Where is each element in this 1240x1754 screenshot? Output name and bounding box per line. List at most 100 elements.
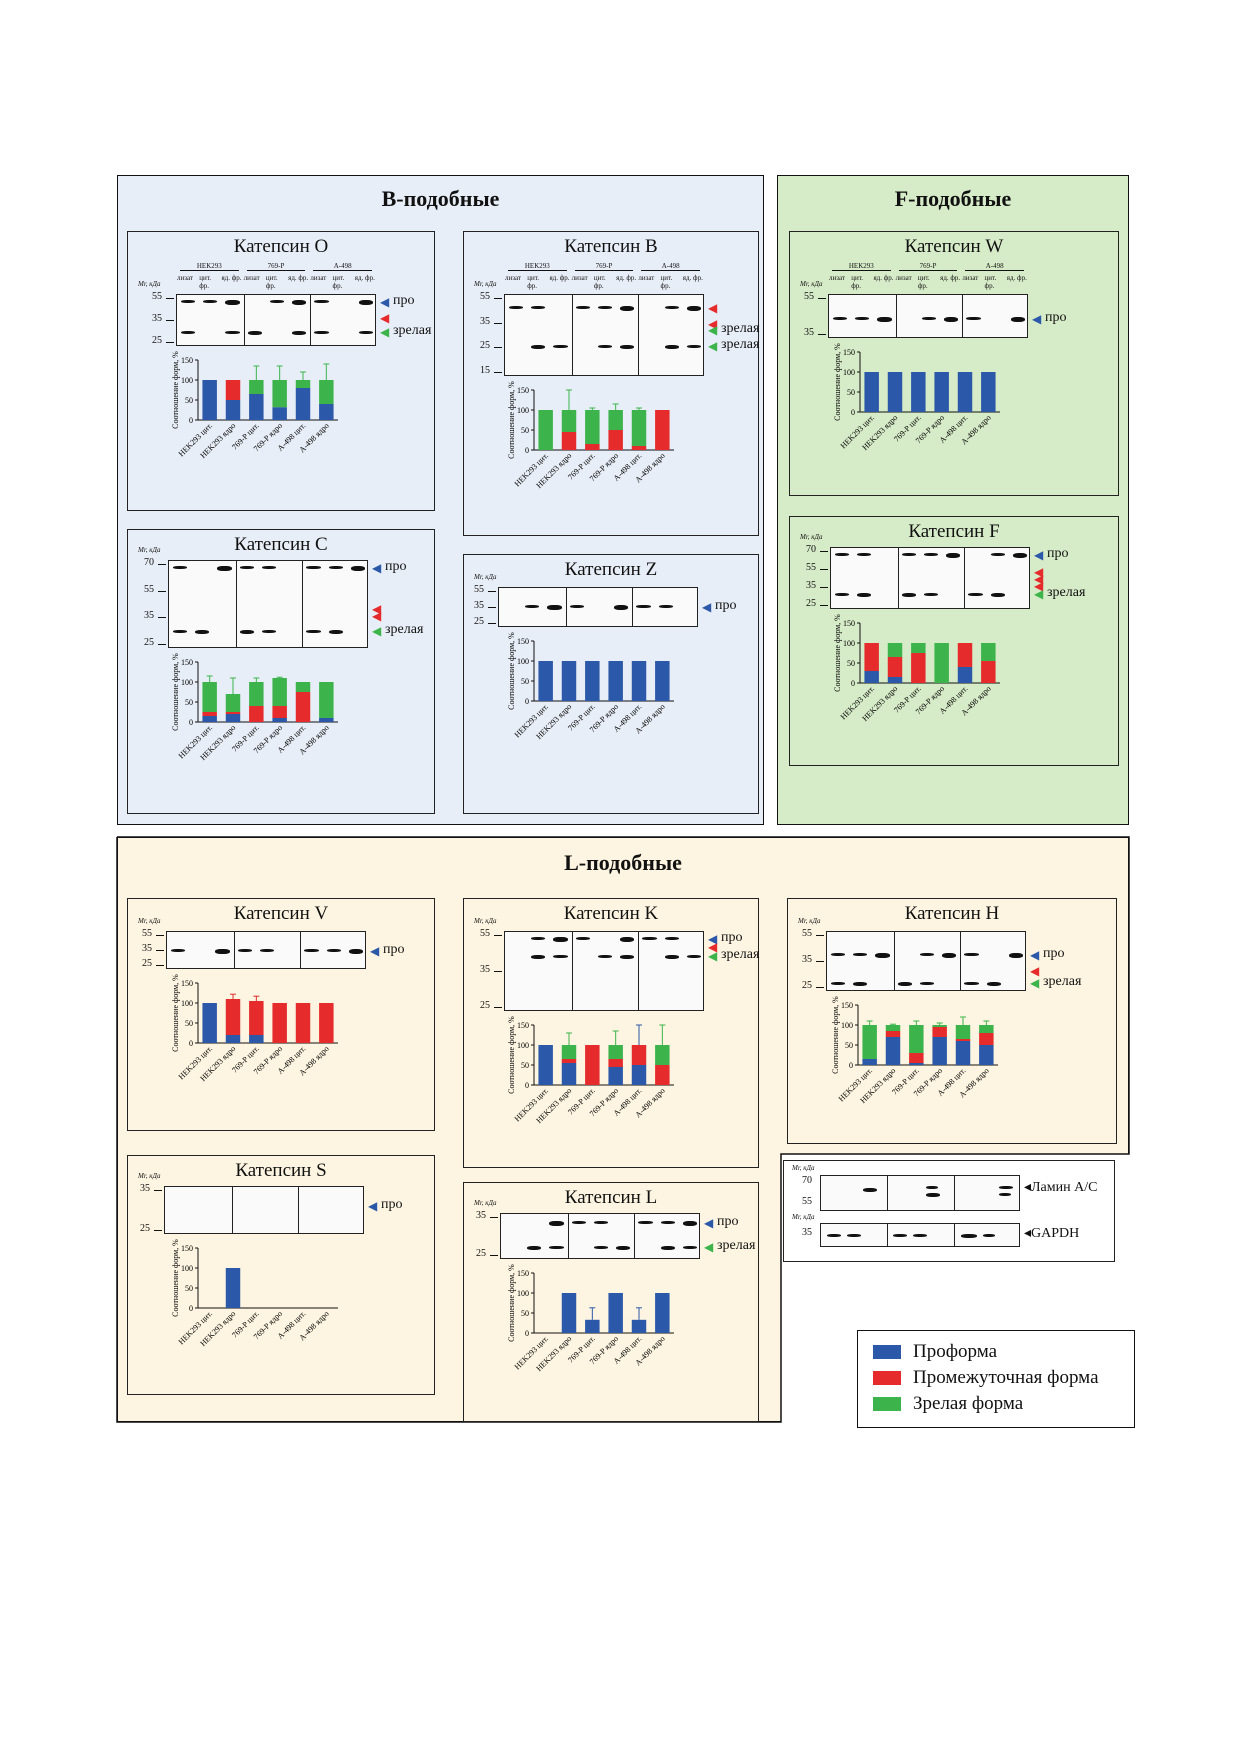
bar-segment	[655, 410, 670, 450]
cell-line-header: 769-P	[246, 262, 306, 271]
bar-segment	[225, 694, 241, 712]
band	[203, 300, 218, 303]
band-arrow-blue: ◀	[1032, 312, 1042, 326]
mw-marker: 70	[806, 544, 816, 555]
band-label-pro: про	[721, 930, 743, 945]
bar-segment	[272, 1003, 287, 1043]
mw-tick	[820, 605, 828, 606]
fraction-header: цит. фр.	[265, 274, 278, 290]
mw-tick	[488, 607, 496, 608]
western-blot	[166, 931, 366, 969]
bar-segment	[608, 410, 623, 430]
mw-marker: 15	[480, 365, 490, 376]
bar-segment	[981, 372, 996, 412]
mw-tick	[156, 965, 164, 966]
fraction-header: лизат	[895, 274, 912, 282]
band	[593, 1221, 609, 1224]
band	[944, 317, 959, 322]
western-blot	[168, 560, 368, 648]
bar-segment	[272, 407, 287, 420]
gapdh-text: GAPDH	[1031, 1226, 1080, 1241]
bar-segment	[561, 661, 577, 701]
band	[638, 1221, 653, 1224]
bar-segment	[295, 1003, 311, 1043]
band	[686, 306, 701, 311]
y-tick-label: 100	[517, 1041, 529, 1050]
bar-segment	[608, 430, 623, 450]
western-blot	[504, 294, 704, 376]
band	[304, 949, 319, 952]
bar-segment	[934, 643, 949, 683]
bar-segment	[957, 667, 973, 683]
mw-tick	[820, 551, 828, 552]
y-tick-label: 150	[841, 1001, 853, 1010]
bar-segment	[932, 1037, 947, 1065]
band	[875, 953, 890, 958]
group-l-title: L-подобные	[564, 850, 682, 875]
bar-segment	[249, 706, 264, 722]
bar-segment	[561, 432, 577, 450]
band	[326, 949, 341, 952]
mw-marker: 55	[144, 583, 154, 595]
y-axis-label: Соотношение форм, %	[507, 381, 516, 459]
band	[686, 955, 701, 958]
band	[664, 306, 679, 309]
western-blot	[830, 547, 1030, 609]
y-tick-label: 100	[841, 1021, 853, 1030]
band	[306, 630, 321, 633]
band	[575, 937, 590, 940]
bar-segment	[655, 1293, 670, 1333]
mw-marker: 55	[152, 291, 162, 302]
bar-segment	[561, 410, 577, 432]
band	[616, 1246, 631, 1250]
band	[531, 306, 546, 309]
bar-segment	[225, 712, 241, 714]
band	[531, 345, 546, 349]
y-tick-label: 50	[521, 1309, 529, 1318]
band	[901, 553, 916, 556]
band	[642, 937, 657, 940]
panel-title: Катепсин V	[233, 903, 329, 924]
lamin-mw-70: 70	[802, 1175, 812, 1186]
band	[986, 982, 1001, 986]
band	[259, 949, 275, 952]
mw-marker: 25	[476, 1248, 486, 1259]
y-axis-label: Соотношение форм, %	[833, 343, 842, 421]
legend-label-pro: Проформа	[913, 1341, 998, 1362]
y-tick-label: 100	[181, 678, 193, 687]
legend-swatch-pro	[873, 1345, 901, 1359]
bar-segment	[319, 404, 334, 420]
mw-marker: 25	[474, 616, 484, 627]
fraction-header: яд. фр.	[1006, 274, 1027, 282]
bar-segment	[202, 380, 217, 420]
mw-tick	[154, 1230, 162, 1231]
band	[658, 605, 673, 608]
band	[292, 300, 307, 305]
panel-title: Катепсин W	[904, 236, 1004, 257]
fraction-header: яд. фр.	[616, 274, 637, 282]
band	[855, 317, 870, 320]
mw-tick	[488, 591, 496, 592]
band	[660, 1221, 675, 1224]
band	[833, 317, 848, 320]
y-tick-label: 150	[843, 348, 855, 357]
group-f-title: F-подобные	[894, 186, 1012, 211]
bar-segment	[631, 410, 647, 446]
band	[921, 317, 937, 320]
y-tick-label: 0	[851, 679, 855, 688]
band	[946, 553, 961, 558]
fraction-header: лизат	[829, 274, 845, 282]
y-tick-label: 150	[181, 356, 193, 365]
fraction-header: лизат	[243, 274, 260, 282]
band-arrow-blue: ◀	[704, 1216, 714, 1230]
mw-marker: 35	[474, 600, 484, 611]
bar-segment	[887, 657, 903, 677]
bar-segment	[319, 682, 334, 718]
lamin-text: Ламин A/C	[1031, 1180, 1098, 1195]
